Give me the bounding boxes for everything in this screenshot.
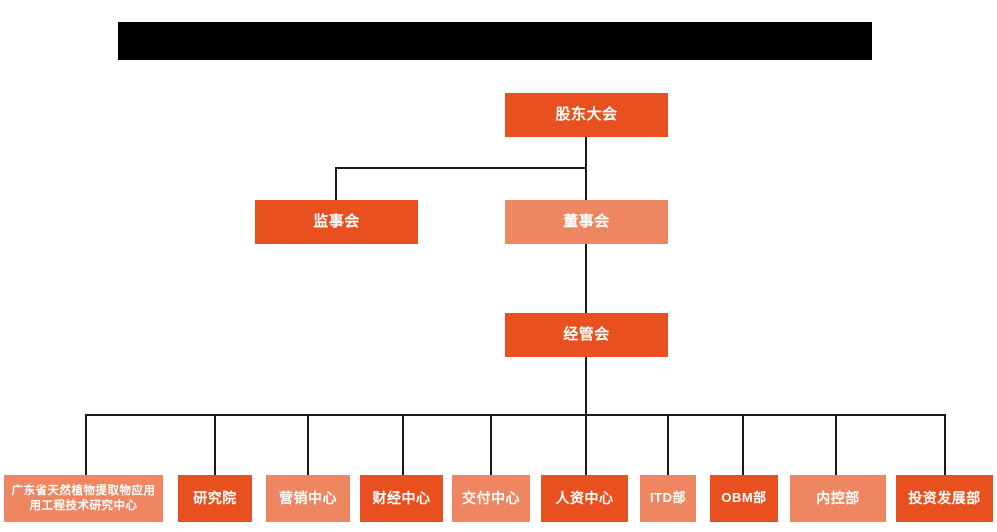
node-label: 监事会 xyxy=(313,212,360,230)
node-board-of-supervisors[interactable]: 监事会 xyxy=(255,200,418,244)
node-label: 投资发展部 xyxy=(908,489,981,506)
connector-to-itd-department xyxy=(667,414,669,475)
node-research-center[interactable]: 广东省天然植物提取物应用 用工程技术研究中心 xyxy=(4,475,163,522)
node-label: ITD部 xyxy=(650,490,686,506)
node-obm-department[interactable]: OBM部 xyxy=(710,475,778,522)
node-label-line1: 广东省天然植物提取物应用 xyxy=(11,485,156,498)
node-label: 股东大会 xyxy=(555,105,618,123)
node-research-institute[interactable]: 研究院 xyxy=(178,475,252,522)
node-hr-center[interactable]: 人资中心 xyxy=(541,475,628,522)
connector-directors-to-management xyxy=(585,243,587,314)
connector-to-supervisors xyxy=(335,167,337,201)
connector-management-down xyxy=(585,356,587,416)
connector-to-delivery-center xyxy=(490,414,492,475)
node-label: 经管会 xyxy=(563,325,610,343)
connector-to-finance-center xyxy=(402,414,404,475)
node-label: 广东省天然植物提取物应用 用工程技术研究中心 xyxy=(7,484,160,513)
redacted-title-bar xyxy=(118,22,872,60)
node-investment-development-department[interactable]: 投资发展部 xyxy=(896,475,993,522)
node-label: 研究院 xyxy=(193,489,237,506)
connector-to-marketing-center xyxy=(307,414,309,475)
connector-shareholders-down xyxy=(585,137,587,169)
connector-to-directors xyxy=(585,167,587,201)
node-label: 人资中心 xyxy=(555,489,614,506)
node-marketing-center[interactable]: 营销中心 xyxy=(266,475,350,522)
connector-to-hr-center xyxy=(585,414,587,475)
connector-to-research-institute xyxy=(214,414,216,475)
connector-to-internal-control-department xyxy=(835,414,837,475)
connector-to-obm-department xyxy=(742,414,744,475)
node-finance-center[interactable]: 财经中心 xyxy=(360,475,443,522)
connector-level4-bus xyxy=(85,414,946,416)
node-label: 内控部 xyxy=(816,489,860,506)
node-label: 营销中心 xyxy=(279,489,337,506)
node-shareholders-meeting[interactable]: 股东大会 xyxy=(505,93,668,137)
node-label-line2: 用工程技术研究中心 xyxy=(29,499,138,512)
connector-to-investment-development-department xyxy=(944,414,946,475)
connector-to-research-center xyxy=(85,414,87,475)
node-label: OBM部 xyxy=(721,490,767,506)
node-board-of-directors[interactable]: 董事会 xyxy=(505,200,668,244)
node-delivery-center[interactable]: 交付中心 xyxy=(452,475,530,522)
node-label: 董事会 xyxy=(563,212,610,230)
node-management-committee[interactable]: 经管会 xyxy=(505,313,668,357)
node-label: 财经中心 xyxy=(372,489,431,506)
node-itd-department[interactable]: ITD部 xyxy=(640,475,696,522)
node-internal-control-department[interactable]: 内控部 xyxy=(790,475,886,522)
connector-level2-bus xyxy=(335,167,587,169)
node-label: 交付中心 xyxy=(462,489,520,506)
